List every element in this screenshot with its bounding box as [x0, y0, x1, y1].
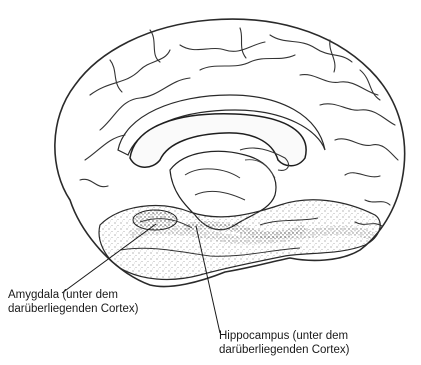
- hippocampus-label: Hippocampus (unter dem darüberliegenden …: [219, 329, 349, 357]
- hippocampus-label-line2: darüberliegenden Cortex): [219, 343, 349, 357]
- amygdala-label: Amygdala (unter dem darüberliegenden Cor…: [8, 288, 138, 316]
- hippocampus-label-line1: Hippocampus (unter dem: [219, 329, 349, 343]
- amygdala-label-line2: darüberliegenden Cortex): [8, 302, 138, 316]
- amygdala-region: [133, 210, 177, 230]
- amygdala-label-line1: Amygdala (unter dem: [8, 288, 138, 302]
